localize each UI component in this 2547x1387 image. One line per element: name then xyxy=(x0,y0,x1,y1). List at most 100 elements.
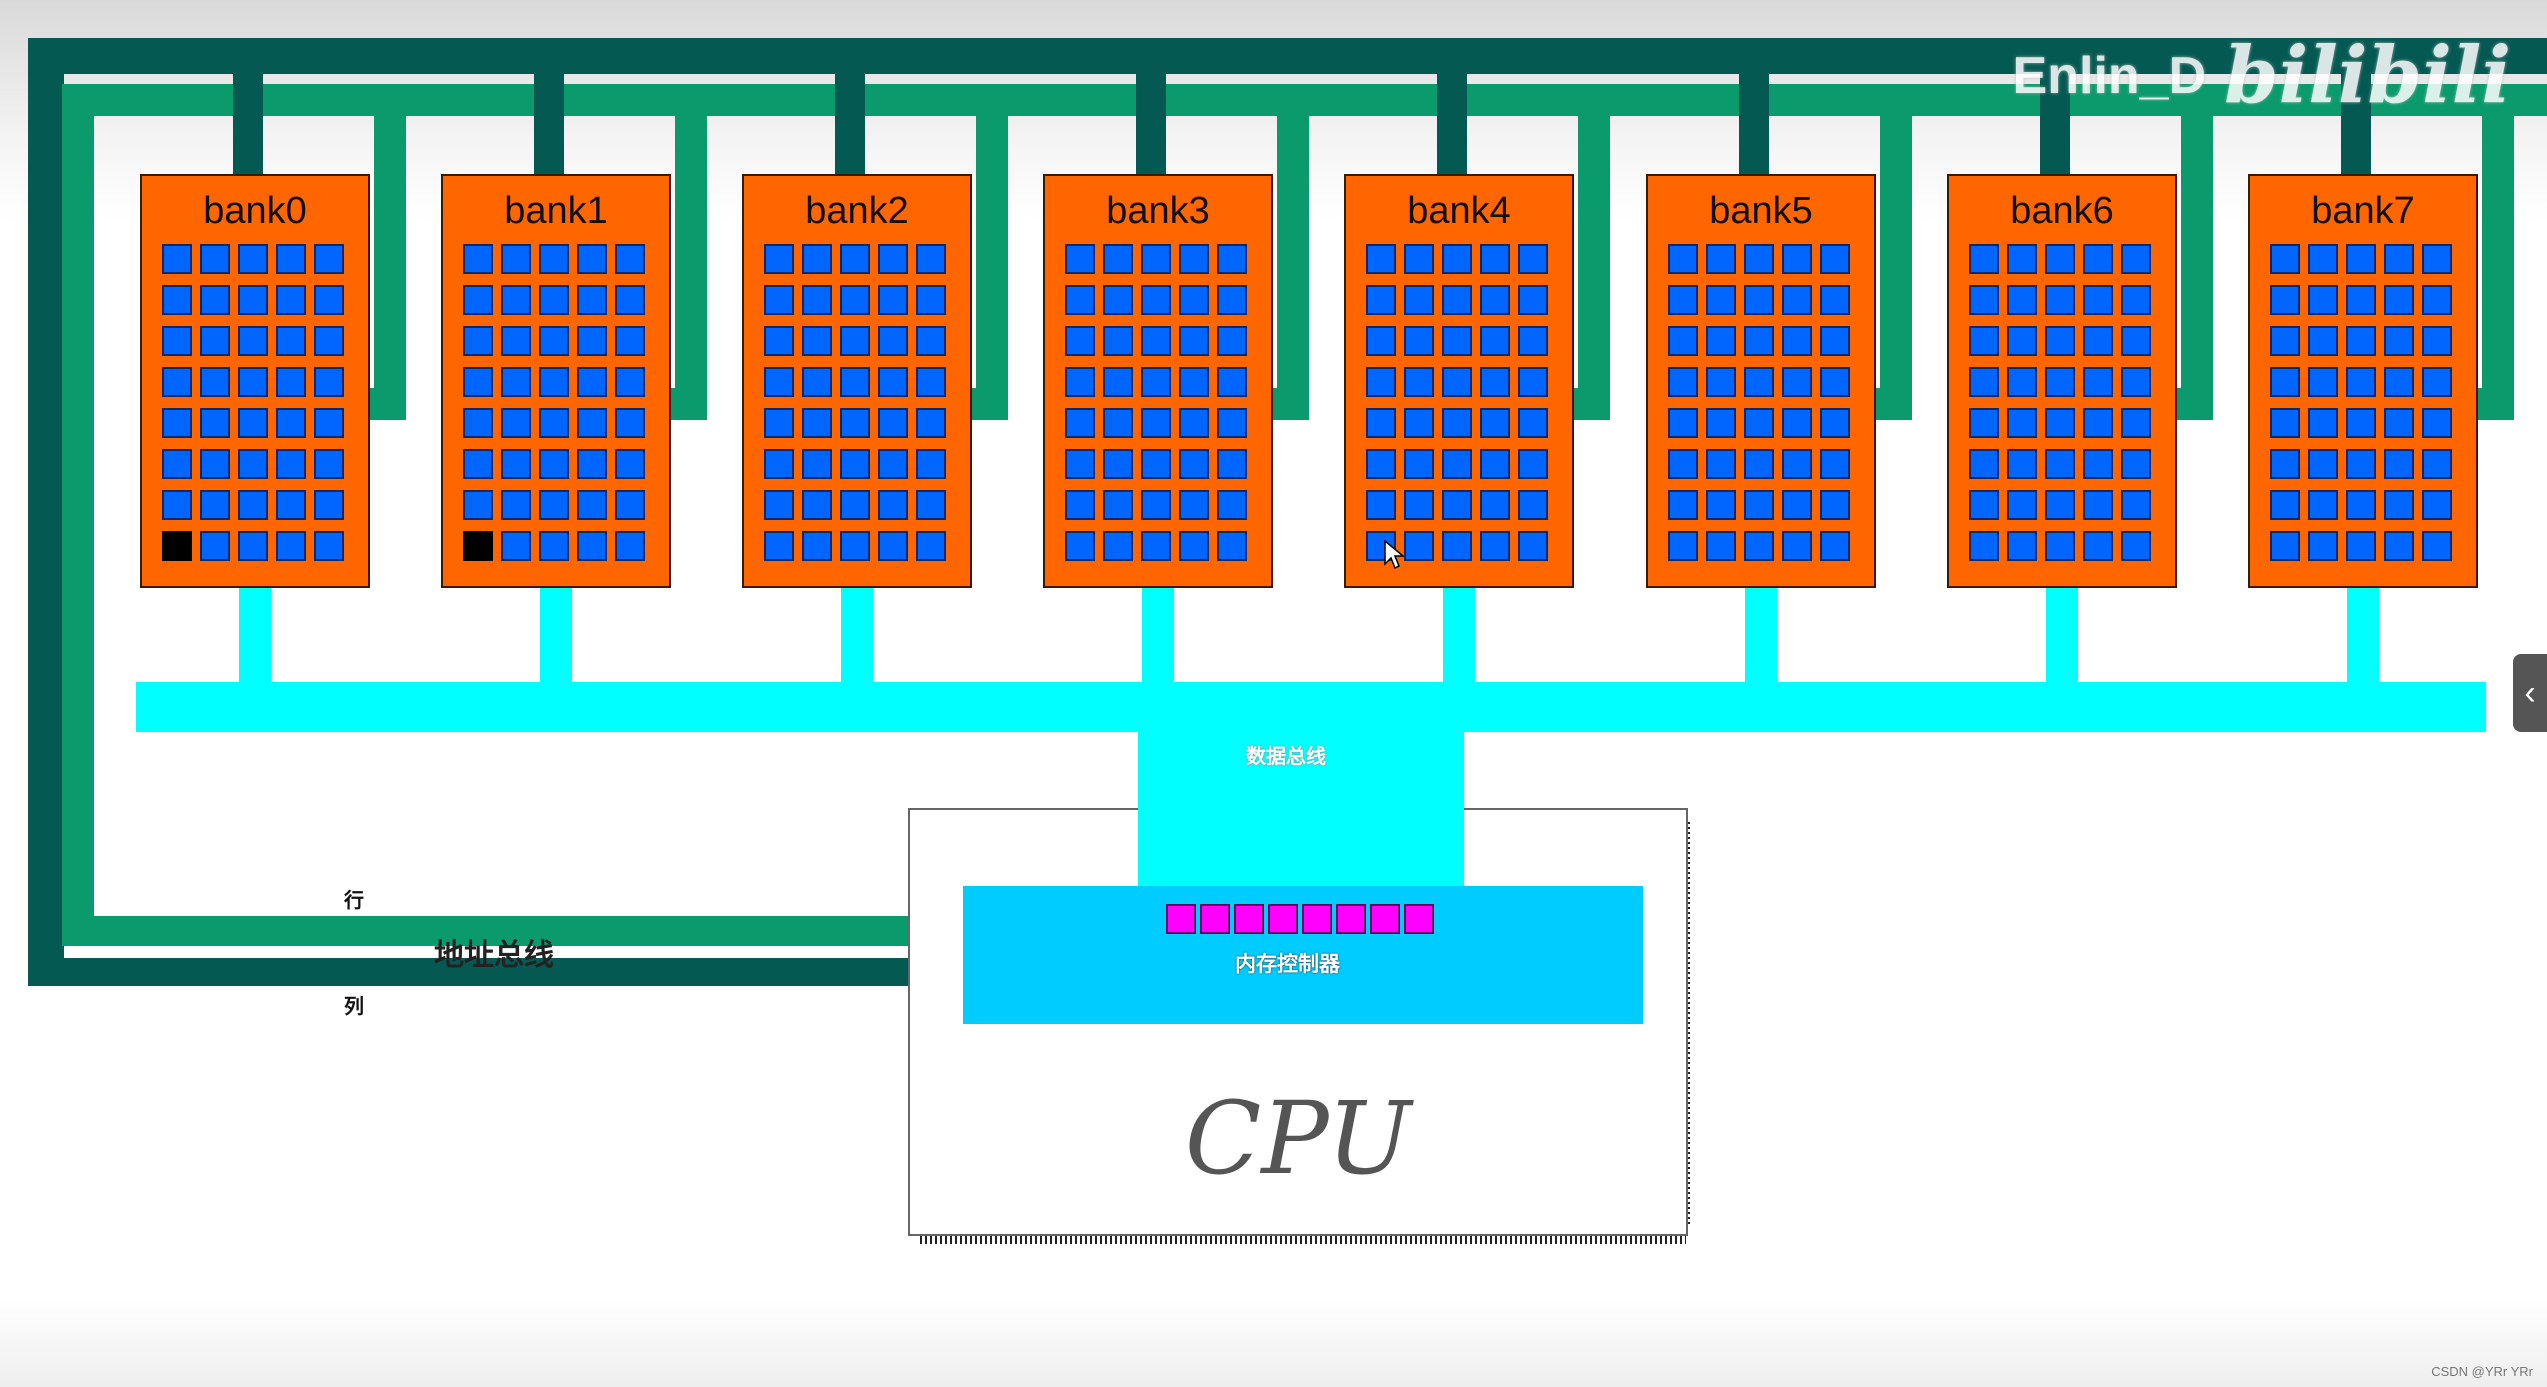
memory-cell xyxy=(615,367,645,397)
memory-cell xyxy=(764,449,794,479)
memory-cell xyxy=(840,326,870,356)
memory-cell xyxy=(463,244,493,274)
memory-cell xyxy=(314,490,344,520)
memory-cell xyxy=(2422,531,2452,561)
memory-bank: bank2 xyxy=(742,174,972,588)
row-branch-wire xyxy=(2482,110,2514,420)
memory-cell xyxy=(2045,326,2075,356)
memory-bank: bank1 xyxy=(441,174,671,588)
memory-cell xyxy=(1480,449,1510,479)
memory-cell xyxy=(1179,449,1209,479)
memory-cell xyxy=(1706,367,1736,397)
memory-cell xyxy=(1782,367,1812,397)
memory-cell xyxy=(1141,490,1171,520)
memory-cell xyxy=(878,285,908,315)
memory-cell xyxy=(1518,244,1548,274)
memory-cell xyxy=(1782,490,1812,520)
memory-cell xyxy=(2270,285,2300,315)
memory-cell xyxy=(1820,244,1850,274)
side-panel-toggle[interactable]: ‹ xyxy=(2513,654,2547,732)
memory-cell xyxy=(1744,326,1774,356)
memory-cell xyxy=(200,408,230,438)
memory-cell xyxy=(1065,449,1095,479)
row-branch-wire xyxy=(976,110,1008,420)
memory-cell xyxy=(1820,326,1850,356)
memory-cell xyxy=(1820,490,1850,520)
memory-cell xyxy=(1103,408,1133,438)
memory-cell xyxy=(1706,326,1736,356)
memory-cell xyxy=(2270,326,2300,356)
memory-cell xyxy=(1217,490,1247,520)
memory-cell xyxy=(764,531,794,561)
memory-cell xyxy=(2270,490,2300,520)
memory-cell xyxy=(916,244,946,274)
active-memory-cell xyxy=(463,531,493,561)
memory-cell xyxy=(1969,531,1999,561)
memory-cell xyxy=(463,285,493,315)
memory-cell xyxy=(1744,449,1774,479)
column-branch-wire xyxy=(2341,72,2371,174)
column-address-wire-left xyxy=(28,38,64,986)
memory-cell xyxy=(1969,285,1999,315)
memory-cell xyxy=(2045,449,2075,479)
memory-cell xyxy=(840,490,870,520)
memory-cell xyxy=(878,408,908,438)
data-branch-wire xyxy=(2347,586,2379,684)
memory-cell xyxy=(2007,244,2037,274)
controller-register xyxy=(1166,904,1196,934)
memory-cell xyxy=(577,490,607,520)
memory-cell xyxy=(2384,449,2414,479)
memory-cell xyxy=(2346,490,2376,520)
memory-cell xyxy=(1065,490,1095,520)
memory-cell xyxy=(1442,367,1472,397)
memory-cell xyxy=(1518,367,1548,397)
memory-cell xyxy=(1744,490,1774,520)
memory-cell xyxy=(1442,244,1472,274)
memory-cell xyxy=(463,326,493,356)
memory-cell xyxy=(916,367,946,397)
data-bus-label: 数据总线 xyxy=(1246,744,1326,768)
memory-cell xyxy=(2308,285,2338,315)
memory-cell xyxy=(1179,285,1209,315)
memory-cell xyxy=(539,408,569,438)
bank-cell-grid xyxy=(1969,244,2151,561)
memory-cell xyxy=(314,244,344,274)
memory-cell xyxy=(916,531,946,561)
memory-cell xyxy=(162,244,192,274)
memory-cell xyxy=(1480,408,1510,438)
row-branch-wire xyxy=(968,388,1008,420)
memory-cell xyxy=(2308,449,2338,479)
memory-cell xyxy=(2045,490,2075,520)
memory-cell xyxy=(1065,326,1095,356)
row-branch-wire xyxy=(1880,110,1912,420)
memory-cell xyxy=(1179,490,1209,520)
memory-cell xyxy=(577,367,607,397)
row-branch-wire xyxy=(1570,388,1610,420)
memory-bank: bank7 xyxy=(2248,174,2478,588)
memory-cell xyxy=(615,326,645,356)
row-branch-wire xyxy=(675,110,707,420)
memory-cell xyxy=(1782,408,1812,438)
controller-register xyxy=(1370,904,1400,934)
memory-bank: bank6 xyxy=(1947,174,2177,588)
row-branch-wire xyxy=(2181,110,2213,420)
memory-cell xyxy=(238,531,268,561)
row-branch-wire xyxy=(366,388,406,420)
memory-cell xyxy=(1668,449,1698,479)
memory-cell xyxy=(1442,326,1472,356)
memory-cell xyxy=(314,531,344,561)
column-address-wire-bottom xyxy=(28,958,980,986)
data-branch-wire xyxy=(1443,586,1475,684)
column-branch-wire xyxy=(1136,72,1166,174)
memory-cell xyxy=(2308,244,2338,274)
memory-cell xyxy=(1969,367,1999,397)
memory-cell xyxy=(1404,326,1434,356)
memory-cell xyxy=(1103,285,1133,315)
memory-cell xyxy=(1480,490,1510,520)
memory-cell xyxy=(162,449,192,479)
memory-cell xyxy=(1480,367,1510,397)
memory-cell xyxy=(2270,531,2300,561)
memory-cell xyxy=(1706,531,1736,561)
controller-register xyxy=(1234,904,1264,934)
memory-cell xyxy=(539,449,569,479)
